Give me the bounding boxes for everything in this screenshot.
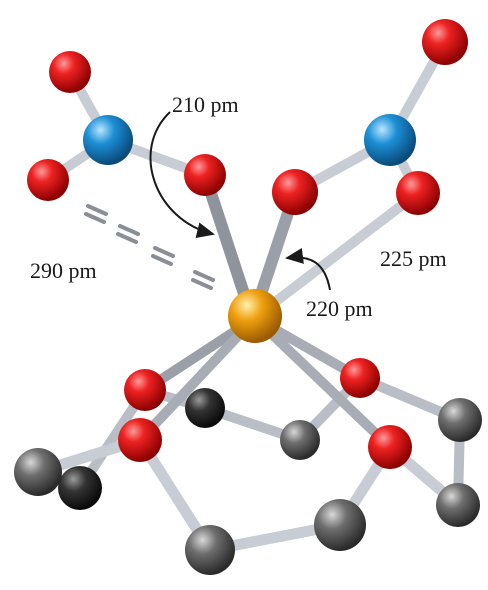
oxygen-atom — [422, 19, 468, 65]
oxygen-atom — [396, 171, 440, 215]
carbon-atom — [185, 525, 235, 575]
label-bond-210: 210 pm — [172, 92, 239, 117]
oxygen-atom — [27, 159, 69, 201]
oxygen-atom — [118, 418, 162, 462]
carbon-atom — [14, 448, 62, 496]
carbon-atom — [436, 483, 480, 527]
carbon-atom — [314, 499, 366, 551]
arrow-220 — [285, 248, 331, 291]
label-bond-225: 225 pm — [380, 246, 447, 271]
nitrogen-atom — [83, 115, 133, 165]
nitrogen-atom — [364, 114, 416, 166]
carbon-atom — [280, 420, 320, 460]
label-bond-220: 220 pm — [306, 296, 373, 321]
carbon-atom — [438, 398, 482, 442]
carbon-atom — [58, 466, 102, 510]
bond-225 — [257, 188, 423, 317]
metal-atom — [228, 289, 282, 343]
arrow-210 — [149, 111, 215, 239]
oxygen-atom — [368, 425, 412, 469]
carbon-atom — [185, 388, 225, 428]
oxygen-atom — [49, 51, 91, 93]
label-contact-290: 290 pm — [30, 258, 97, 283]
oxygen-atom — [272, 169, 318, 215]
bond-210 — [199, 169, 256, 318]
oxygen-atom — [184, 154, 226, 196]
contact-dashes — [84, 204, 215, 290]
oxygen-atom — [340, 358, 380, 398]
oxygen-atom — [124, 369, 166, 411]
